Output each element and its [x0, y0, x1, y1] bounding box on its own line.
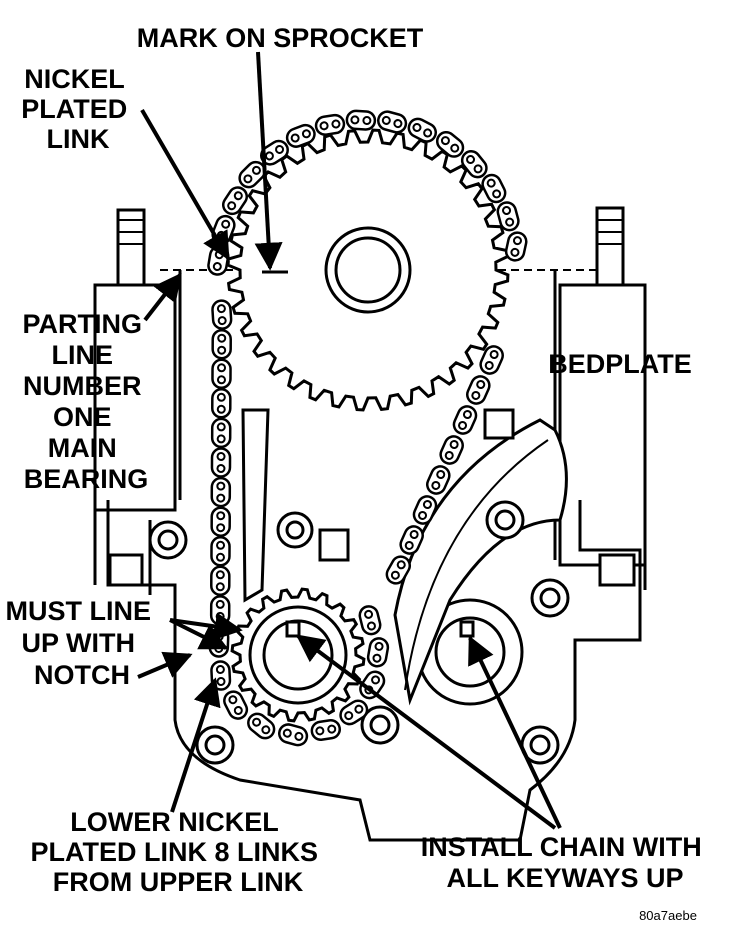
arrow-must-line-up-2	[169, 612, 243, 641]
arrow-nickel-plated-link	[140, 108, 230, 261]
chain-link	[399, 525, 424, 555]
chain-link	[221, 186, 249, 216]
chain-link	[359, 670, 386, 700]
chain-link	[439, 435, 464, 465]
label-lower-nickel-plated-link: LOWER NICKEL PLATED LINK 8 LINKS FROM UP…	[30, 807, 325, 897]
chain-link	[210, 447, 232, 478]
chain-link	[460, 150, 488, 179]
chain-link	[211, 358, 232, 390]
chain-link	[358, 605, 382, 636]
chain-link	[211, 328, 232, 360]
arrow-mark-on-sprocket	[254, 51, 283, 271]
chain-link	[426, 465, 451, 495]
chain-link	[238, 160, 267, 189]
label-must-line-up: MUST LINE UP WITH NOTCH	[5, 596, 158, 690]
arrow-lower-nickel	[170, 677, 221, 813]
chain-link	[339, 699, 369, 726]
arrow-notch	[137, 651, 193, 679]
chain-link	[247, 712, 276, 740]
chain-link	[210, 506, 231, 537]
arrow-keyway-crank	[295, 634, 557, 830]
camshaft-sprocket	[226, 128, 510, 412]
chain-guide	[241, 408, 515, 603]
chain-link	[385, 555, 412, 585]
chain-link	[435, 130, 465, 158]
arrow-keyway-aux	[468, 635, 562, 829]
chain-link	[310, 719, 341, 741]
chain-link	[209, 595, 231, 626]
chain-link	[345, 109, 377, 131]
chain-link	[479, 345, 504, 375]
label-install-chain: INSTALL CHAIN WITH ALL KEYWAYS UP	[421, 832, 709, 893]
chain-link	[496, 201, 520, 232]
label-mark-on-sprocket: MARK ON SPROCKET	[137, 23, 424, 53]
chain-link	[412, 495, 438, 525]
chain-link	[210, 417, 232, 449]
chain-link	[211, 388, 232, 419]
figure-id: 80a7aebe	[639, 908, 697, 923]
chain-link	[211, 299, 233, 330]
chain-link	[377, 110, 408, 134]
crankshaft-sprocket	[230, 587, 366, 723]
timing-chain	[207, 109, 528, 747]
label-nickel-plated-link: NICKEL PLATED LINK	[21, 64, 135, 154]
arrow-parting-line	[143, 272, 182, 322]
chain-link	[452, 405, 478, 435]
studs	[108, 206, 636, 587]
chain-link	[207, 245, 230, 276]
chain-link	[210, 536, 231, 567]
chain-link	[278, 723, 309, 747]
chain-link	[285, 123, 316, 148]
chain-link	[210, 476, 232, 508]
chain-link	[407, 117, 437, 143]
chain-link	[314, 113, 346, 136]
label-bedplate: BEDPLATE	[548, 349, 692, 379]
chain-link	[210, 565, 231, 597]
leader-lines	[137, 51, 562, 830]
chain-link	[466, 375, 491, 405]
chain-link	[481, 173, 507, 204]
chain-link	[366, 637, 390, 668]
chain-link	[504, 231, 528, 262]
arrow-must-line-up-1	[169, 618, 229, 650]
chain-link	[223, 690, 249, 720]
label-parting-line: PARTING LINE NUMBER ONE MAIN BEARING	[22, 309, 149, 494]
